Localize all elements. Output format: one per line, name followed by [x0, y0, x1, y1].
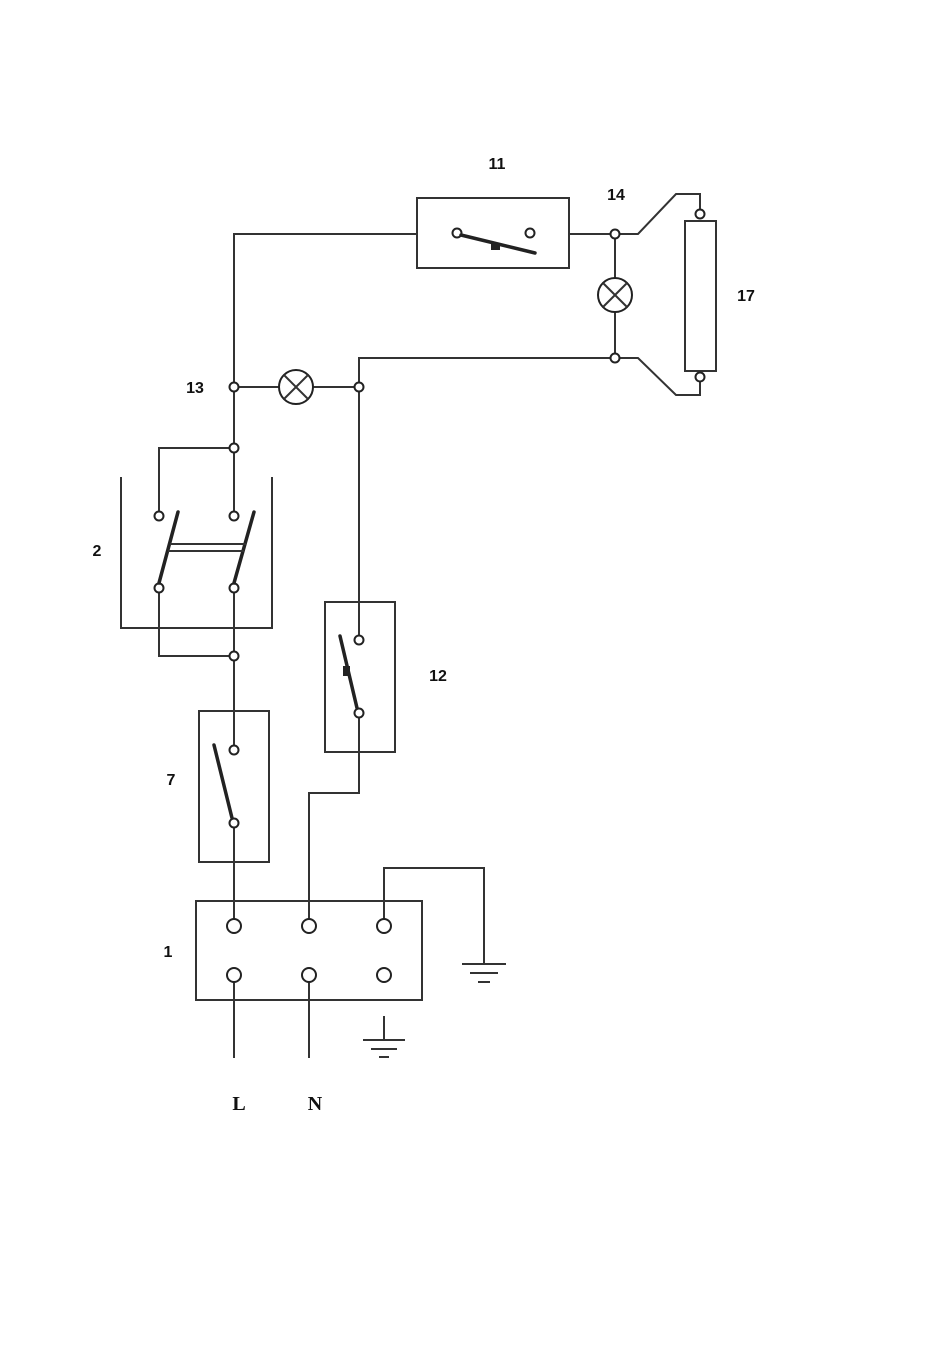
label-12: 12 [429, 668, 447, 685]
double-switch-2-frame [121, 477, 272, 628]
label-13: 13 [186, 380, 204, 397]
wire-2-upper-bridge [159, 448, 230, 511]
lamp-icon [279, 370, 313, 404]
lamp-icon [598, 278, 632, 312]
wire-14-to-tube-top [619, 194, 700, 234]
label-2: 2 [93, 543, 102, 560]
double-switch-2-blade-right [234, 512, 254, 583]
tube-17-terminal-top [696, 210, 705, 219]
double-switch-2-blade-left [159, 512, 178, 583]
terminal-l-bottom [227, 968, 241, 982]
label-l: L [232, 1093, 245, 1115]
switch-7-blade [214, 745, 232, 818]
node-12-junction [355, 383, 364, 392]
component-11-terminal-right [526, 229, 535, 238]
double-switch-2-terminal-tl [155, 512, 164, 521]
node-14-terminal [611, 230, 620, 239]
component-12-actuator [343, 666, 350, 676]
wire-13-to-11 [234, 234, 417, 387]
double-switch-2: 2 [93, 444, 272, 661]
double-switch-2-terminal-bl [155, 584, 164, 593]
switch-7-terminal-bottom [230, 819, 239, 828]
ground-icon [363, 1016, 405, 1057]
label-17: 17 [737, 288, 755, 305]
wire-earth-to-ground [384, 868, 484, 963]
label-n: N [308, 1093, 323, 1115]
terminal-earth-bottom [377, 968, 391, 982]
switch-7: 7 [167, 711, 269, 862]
component-12: 12 [325, 602, 447, 752]
component-11: 11 [417, 156, 569, 268]
label-1: 1 [164, 944, 173, 961]
double-switch-2-terminal-tr [230, 512, 239, 521]
component-12-terminal-top [355, 636, 364, 645]
tube-17-body [685, 221, 716, 371]
component-12-terminal-bottom [355, 709, 364, 718]
node-13-terminal [230, 383, 239, 392]
label-14: 14 [607, 187, 625, 204]
lower-node-terminal [611, 354, 620, 363]
double-switch-2-terminal-br [230, 584, 239, 593]
tube-17: 17 [685, 210, 755, 382]
terminal-n-top [302, 919, 316, 933]
component-11-actuator [491, 244, 500, 250]
wire-lower-node-to-tube-bottom [619, 358, 700, 395]
switch-7-terminal-top [230, 746, 239, 755]
terminal-earth-top [377, 919, 391, 933]
terminal-n-bottom [302, 968, 316, 982]
component-11-box [417, 198, 569, 268]
wire-lower-node-to-12 [359, 358, 611, 383]
ground-icon [462, 964, 506, 982]
double-switch-2-top-node [230, 444, 239, 453]
tube-17-terminal-bottom [696, 373, 705, 382]
label-7: 7 [167, 772, 176, 789]
double-switch-2-bottom-node [230, 652, 239, 661]
wire-2-lower-bridge [159, 592, 230, 656]
label-11: 11 [489, 156, 506, 173]
wire-12-to-n [309, 717, 359, 920]
terminal-l-top [227, 919, 241, 933]
